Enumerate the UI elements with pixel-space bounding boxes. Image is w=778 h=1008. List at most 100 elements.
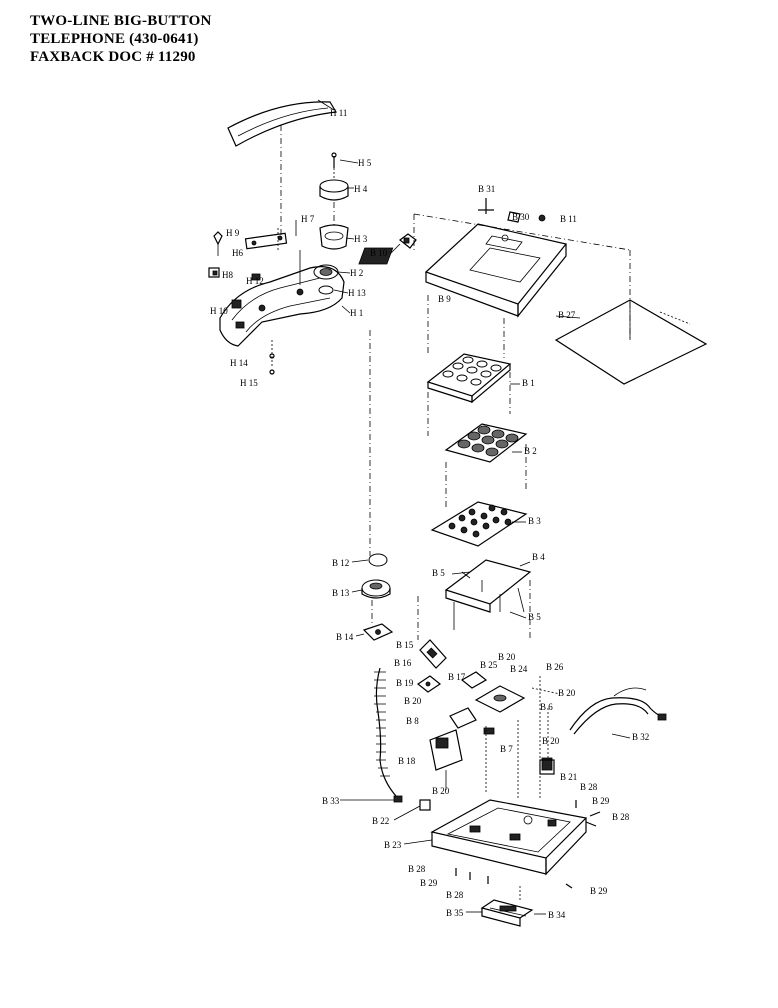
label-b27: B 27 — [558, 310, 576, 320]
label-b12: B 12 — [332, 558, 349, 568]
label-h1: H 1 — [350, 308, 363, 318]
handset-cord-cover-h11 — [227, 99, 337, 147]
hook-switch-b10 — [399, 233, 417, 249]
button-frame-b1 — [426, 353, 512, 404]
ringer-b13 — [361, 579, 391, 599]
handset-body-h1 — [219, 266, 345, 347]
label-b29-bottom: B 29 — [590, 886, 608, 896]
speaker-b6 — [474, 685, 526, 713]
handset-screw-h5 — [331, 152, 337, 168]
label-b20-top: B 20 — [498, 652, 516, 662]
line-cord-b32 — [541, 687, 667, 771]
label-b5-lower: B 5 — [528, 612, 541, 622]
ringer-cap-b12 — [368, 553, 388, 567]
label-b31: B 31 — [478, 184, 495, 194]
part-b8-b7 — [449, 707, 495, 735]
button-set-b2 — [444, 423, 528, 463]
label-h12: H 12 — [246, 276, 264, 286]
receiver-element-h3 — [319, 224, 349, 250]
label-b18: B 18 — [398, 756, 416, 766]
label-b28-bottom: B 28 — [446, 890, 464, 900]
coiled-cord-b33 — [374, 667, 403, 803]
label-b23: B 23 — [384, 840, 402, 850]
top-housing-b9 — [358, 223, 568, 318]
label-card-b27 — [554, 299, 708, 385]
label-b32: B 32 — [632, 732, 649, 742]
label-b20-left: B 20 — [404, 696, 422, 706]
screws-b28-b29 — [455, 800, 601, 889]
handset-small-parts — [208, 220, 301, 375]
label-b13: B 13 — [332, 588, 350, 598]
jack-b15-b16 — [419, 639, 447, 669]
label-b34: B 34 — [548, 910, 566, 920]
label-b15: B 15 — [396, 640, 414, 650]
label-b20-mid: B 20 — [542, 736, 560, 746]
label-b9: B 9 — [438, 294, 451, 304]
label-h3: H 3 — [354, 234, 368, 244]
document-header: TWO-LINE BIG-BUTTON TELEPHONE (430-0641)… — [30, 12, 211, 66]
header-doc-line: FAXBACK DOC # 11290 — [30, 49, 196, 65]
foot-b22 — [419, 799, 431, 811]
label-h13: H 13 — [348, 288, 366, 298]
label-h2: H 2 — [350, 268, 363, 278]
label-h9: H 9 — [226, 228, 240, 238]
label-b5-upper: B 5 — [432, 568, 445, 578]
label-b2: B 2 — [524, 446, 537, 456]
label-b26: B 26 — [546, 662, 564, 672]
label-h10: H 10 — [210, 306, 228, 316]
label-b1: B 1 — [522, 378, 535, 388]
label-b29-top: B 29 — [592, 796, 610, 806]
base-housing-b23 — [430, 799, 588, 876]
label-h11: H 11 — [330, 108, 347, 118]
jack-b18 — [429, 729, 463, 790]
jack-b21 — [539, 759, 555, 775]
label-leaders — [333, 159, 631, 915]
label-b21: B 21 — [560, 772, 577, 782]
switch-parts-b17-b19 — [416, 671, 488, 693]
label-h6: H6 — [232, 248, 243, 258]
label-h5: H 5 — [358, 158, 372, 168]
part-labels: H 11 H 5 H 4 H 7 H 3 H 2 H 13 H 1 H 9 H6… — [210, 108, 649, 920]
label-b11: B 11 — [560, 214, 577, 224]
clip-b31 — [478, 198, 494, 214]
label-b14: B 14 — [336, 632, 354, 642]
label-h8: H8 — [222, 270, 233, 280]
label-h4: H 4 — [354, 184, 368, 194]
label-b22: B 22 — [372, 816, 389, 826]
label-b24: B 24 — [510, 664, 528, 674]
label-b6: B 6 — [540, 702, 553, 712]
label-h15: H 15 — [240, 378, 258, 388]
label-b35: B 35 — [446, 908, 464, 918]
label-b17: B 17 — [448, 672, 466, 682]
battery-door-b34-b35 — [480, 899, 534, 927]
header-model-line: TELEPHONE (430-0641) — [30, 31, 199, 47]
bracket-b14 — [362, 623, 394, 641]
receiver-cup-h4 — [319, 179, 349, 201]
part-b30-b11 — [507, 211, 546, 223]
label-b33: B 33 — [322, 796, 340, 806]
header-title-line: TWO-LINE BIG-BUTTON — [30, 13, 212, 29]
label-b4: B 4 — [532, 552, 545, 562]
label-b16: B 16 — [394, 658, 412, 668]
label-h7: H 7 — [301, 214, 315, 224]
label-b25: B 25 — [480, 660, 498, 670]
label-b30: B 30 — [512, 212, 530, 222]
label-b28-top: B 28 — [580, 782, 598, 792]
grommet-h13 — [318, 285, 334, 295]
label-h14: H 14 — [230, 358, 248, 368]
label-b28-left: B 28 — [408, 864, 426, 874]
label-b29-left: B 29 — [420, 878, 438, 888]
label-b3: B 3 — [528, 516, 541, 526]
label-b10: B 10 — [370, 248, 388, 258]
circuit-board-b4 — [444, 559, 532, 630]
label-b28-right: B 28 — [612, 812, 630, 822]
label-b8: B 8 — [406, 716, 419, 726]
label-b19: B 19 — [396, 678, 414, 688]
label-b20-right: B 20 — [558, 688, 576, 698]
leader-top-housing — [413, 213, 631, 251]
label-b7: B 7 — [500, 744, 513, 754]
label-b20-lower: B 20 — [432, 786, 450, 796]
rubber-keypad-b3 — [430, 501, 528, 547]
